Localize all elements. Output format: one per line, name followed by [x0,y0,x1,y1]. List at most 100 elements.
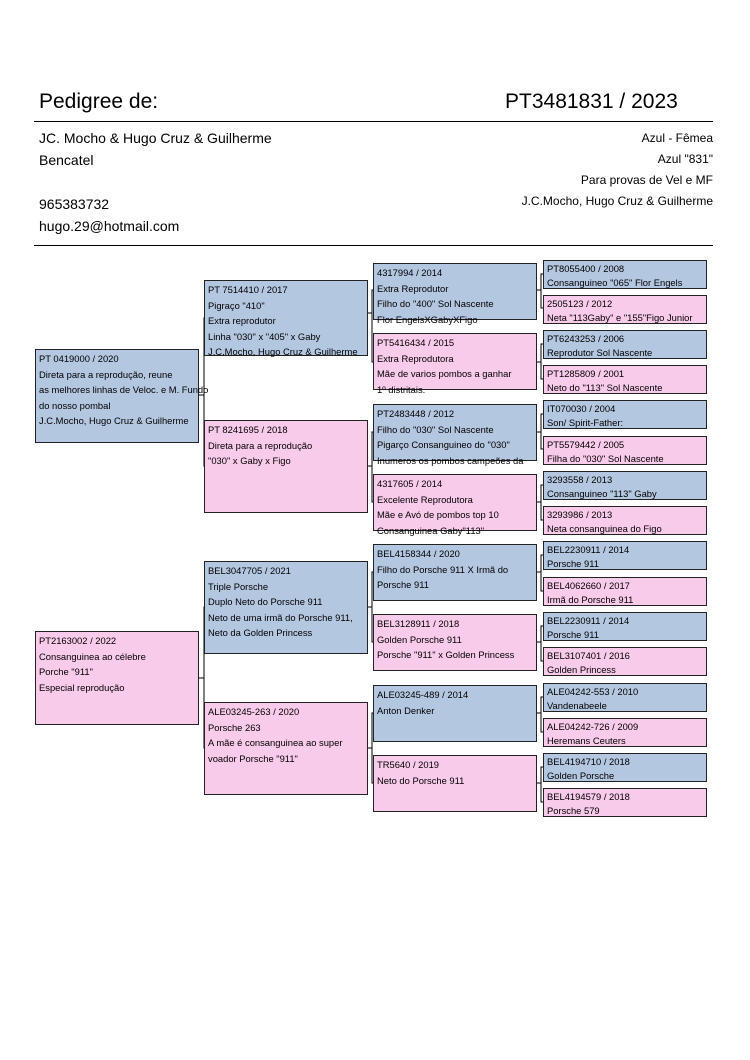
note-line: Duplo Neto do Porsche 911 [208,596,323,607]
pedigree-box-ssdd[interactable]: PT1285809 / 2001 Neto do "113" Sol Nasce… [543,365,707,394]
note-line: Vandenabeele [547,699,607,711]
note-line: Neta consanguinea do Figo [547,522,662,534]
ring-line: PT5416434 / 2015 [377,337,455,348]
note-line: Neto de uma irmã do Porsche 911, [208,611,353,623]
note-line: Filho do Porsche 911 X Irmã do [377,563,509,575]
ring-line: PT 0419000 / 2020 [39,353,119,364]
note-line: Pigarço Consanguineo do "030" [377,439,510,450]
ring-line: IT070030 / 2004 [547,403,616,414]
note-line: Consanguinea Gaby"113" [377,524,485,536]
note-line: A mãe é consanguinea ao super [208,737,343,748]
pedigree-box-dam[interactable]: PT2163002 / 2022 Consanguinea ao célebre… [35,631,199,725]
ring-line: PT2483448 / 2012 [377,408,455,419]
pedigree-box-sdd[interactable]: 4317605 / 2014 Excelente Reprodutora Mãe… [373,474,537,536]
note-line: Neto do "113" Sol Nascente [547,381,663,393]
bird-info: Azul - Fêmea Azul "831" Para provas de V… [522,128,713,212]
ring-line: PT1285809 / 2001 [547,368,625,379]
ring-line: PT6243253 / 2006 [547,333,625,344]
note-line: Pigraço "410" [208,299,265,311]
pedigree-box-dds[interactable]: ALE03245-489 / 2014 Anton Denker [373,685,537,742]
ring-line: BEL2230911 / 2014 [547,544,630,555]
note-line: Neta "113Gaby" e "155"Figo Junior [547,311,693,323]
pedigree-box-sss[interactable]: 4317994 / 2014 Extra Reprodutor Filho do… [373,263,537,325]
pedigree-box-sssd[interactable]: 2505123 / 2012 Neta "113Gaby" e "155"Fig… [543,295,707,324]
pedigree-box-dsds[interactable]: BEL2230911 / 2014 Porsche 911 [543,612,707,641]
bird-info-line: Azul - Fêmea [641,131,713,145]
note-line: Especial reprodução [39,681,125,693]
pedigree-box-dssd[interactable]: BEL4062660 / 2017 Irmã do Porsche 911 [543,577,707,606]
owner-email: hugo.29@hotmail.com [39,218,180,234]
note-line: Extra Reprodutor [377,282,449,294]
note-line: Neto da Golden Princess [208,627,313,638]
note-line: Extra reprodutor [208,315,276,326]
bird-info-line: Para provas de Vel e MF [580,173,713,187]
ring-line: BEL2230911 / 2014 [547,615,630,626]
ring-line: BEL4062660 / 2017 [547,580,630,591]
note-line: J.C.Mocho, Hugo Cruz & Guilherme [39,415,189,426]
ring-line: PT2163002 / 2022 [39,635,117,646]
note-line: Heremans Ceuters [547,734,626,746]
pedigree-box-ddd[interactable]: TR5640 / 2019 Neto do Porsche 911 [373,755,537,812]
pedigree-box-ss[interactable]: PT 7514410 / 2017 Pigraço "410" Extra re… [204,280,368,357]
note-line: voador Porsche "911" [208,752,298,764]
ring-line: 4317994 / 2014 [377,267,443,278]
pedigree-box-sire[interactable]: PT 0419000 / 2020 Direta para a reproduç… [35,349,208,443]
note-line: Porsche "911" x Golden Princess [377,649,515,660]
note-line: Extra Reprodutora [377,352,454,364]
pedigree-box-sd[interactable]: PT 8241695 / 2018 Direta para a reproduç… [204,420,368,513]
note-line: Porsche 911 [377,579,429,590]
note-line: Porsche 263 [208,721,261,733]
pedigree-box-sdsd[interactable]: PT5579442 / 2005 Filha do "030" Sol Nasc… [543,436,707,465]
ring-line: 3293558 / 2013 [547,474,613,485]
pedigree-box-ssss[interactable]: PT8055400 / 2008 Consanguineo "065" Flor… [543,260,707,289]
ring-line: 3293986 / 2013 [547,509,613,520]
pedigree-box-ddss[interactable]: ALE04242-553 / 2010 Vandenabeele [543,683,707,712]
pedigree-box-dss[interactable]: BEL4158344 / 2020 Filho do Porsche 911 X… [373,544,537,601]
note-line: Golden Porsche [547,769,615,781]
pedigree-box-ssds[interactable]: PT6243253 / 2006 Reprodutor Sol Nascente [543,330,707,359]
pedigree-box-dddd[interactable]: BEL4194579 / 2018 Porsche 579 [543,788,707,817]
pedigree-box-ssd[interactable]: PT5416434 / 2015 Extra Reprodutora Mãe d… [373,333,537,395]
note-line: Filho do "400" Sol Nascente [377,298,494,309]
owner-line: Bencatel [39,152,94,168]
pedigree-box-dsdd[interactable]: BEL3107401 / 2016 Golden Princess [543,647,707,676]
page-title: Pedigree de: [39,90,159,113]
bird-info-line: Azul "831" [657,152,713,166]
note-line: Consanguineo "113" Gaby [547,487,657,499]
note-line: Filha do "030" Sol Nascente [547,452,664,464]
owner-info: JC. Mocho & Hugo Cruz & Guilherme Bencat… [39,127,272,237]
ring-line: ALE04242-553 / 2010 [547,686,639,697]
owner-line: JC. Mocho & Hugo Cruz & Guilherme [39,130,272,146]
pedigree-box-dsd[interactable]: BEL3128911 / 2018 Golden Porsche 911 Por… [373,614,537,671]
pedigree-box-sddd[interactable]: 3293986 / 2013 Neta consanguinea do Figo [543,506,707,535]
note-line: Irmã do Porsche 911 [547,593,634,605]
note-line: 1º distritais. [377,383,426,395]
pedigree-box-sdss[interactable]: IT070030 / 2004 Son/ Spirit-Father: [543,400,707,429]
pedigree-box-sds[interactable]: PT2483448 / 2012 Filho do "030" Sol Nasc… [373,404,537,466]
ring-number: PT3481831 / 2023 [505,90,678,113]
pedigree-box-ds[interactable]: BEL3047705 / 2021 Triple Porsche Duplo N… [204,561,368,654]
bird-info-line: J.C.Mocho, Hugo Cruz & Guilherme [521,194,713,208]
pedigree-box-sdds[interactable]: 3293558 / 2013 Consanguineo "113" Gaby [543,471,707,500]
note-line: Golden Porsche 911 [377,633,462,645]
ring-line: TR5640 / 2019 [377,759,440,770]
ring-line: PT5579442 / 2005 [547,439,625,450]
ring-line: ALE03245-489 / 2014 [377,689,469,700]
note-line: Anton Denker [377,704,435,716]
note-line: Golden Princess [547,663,616,675]
pedigree-box-ddsd[interactable]: ALE04242-726 / 2009 Heremans Ceuters [543,718,707,747]
note-line: J.C.Mocho, Hugo Cruz & Guilherme [208,346,358,357]
pedigree-box-dd[interactable]: ALE03245-263 / 2020 Porsche 263 A mãe é … [204,702,368,795]
note-line: Porche "911" [39,666,93,677]
ring-line: 2505123 / 2012 [547,298,613,309]
note-line: Linha "030" x "405" x Gaby [208,330,321,342]
pedigree-box-dsss[interactable]: BEL2230911 / 2014 Porsche 911 [543,541,707,570]
pedigree-box-ddds[interactable]: BEL4194710 / 2018 Golden Porsche [543,753,707,782]
ring-line: 4317605 / 2014 [377,478,443,489]
ring-line: BEL4194579 / 2018 [547,791,630,802]
note-line: Neto do Porsche 911 [377,774,465,786]
note-line: Direta para a reprodução, reune [39,368,173,380]
note-line: Inumeros os pombos campeões da [377,454,524,466]
note-line: Mãe e Avó de pombos top 10 [377,509,499,520]
note-line: Son/ Spirit-Father: [547,416,624,428]
